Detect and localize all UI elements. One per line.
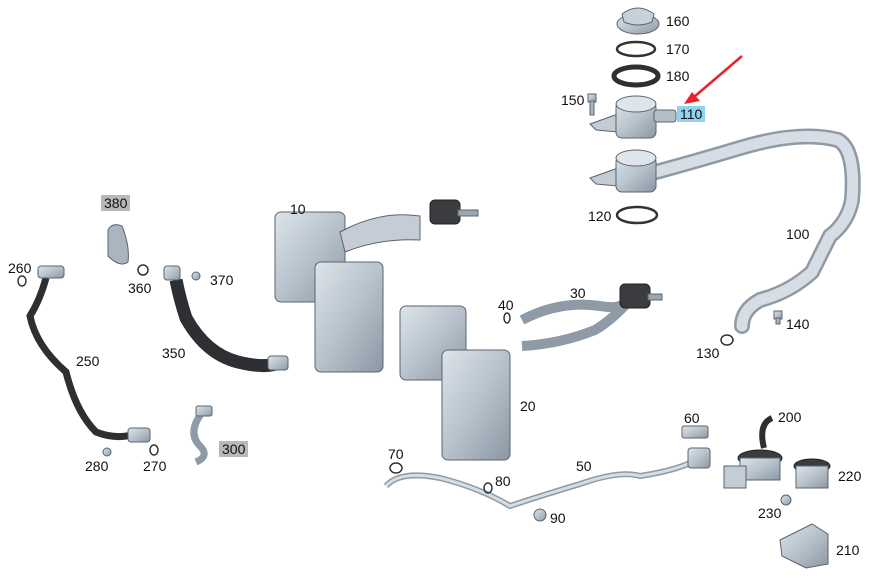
part-210-bracket[interactable] [779,523,829,569]
part-280-bolt[interactable] [102,447,112,457]
part-60-connector[interactable] [681,425,709,439]
part-10-tank-module[interactable] [274,199,479,373]
callout-40: 40 [498,297,514,313]
callout-360: 360 [128,280,152,296]
part-90-nut[interactable] [533,508,547,522]
part-370-bolt[interactable] [191,271,201,281]
part-160-cap[interactable] [616,7,660,35]
part-180-seal-ring[interactable] [611,64,661,88]
part-380-clip[interactable] [107,224,129,265]
part-250-hose[interactable] [26,265,151,443]
part-260-seal-ring[interactable] [17,275,27,287]
part-270-seal-ring[interactable] [149,444,159,456]
callout-100: 100 [786,226,810,242]
callout-280: 280 [85,458,109,474]
callout-350: 350 [162,345,186,361]
callout-140: 140 [786,316,810,332]
callout-370: 370 [210,272,234,288]
part-230-bolt[interactable] [780,494,792,506]
callout-130: 130 [696,345,720,361]
callout-260: 260 [8,260,32,276]
callout-30: 30 [570,285,586,301]
part-150-bolt[interactable] [587,93,597,116]
callout-160: 160 [666,13,690,29]
callout-300[interactable]: 300 [219,441,249,457]
callout-80: 80 [495,473,511,489]
callout-150: 150 [561,92,585,108]
part-110-filler-neck[interactable] [589,95,677,139]
part-40-seal-ring[interactable] [503,312,511,324]
callout-110-selected[interactable]: 110 [677,106,706,122]
callout-170: 170 [666,41,690,57]
callout-210: 210 [836,542,860,558]
part-130-seal-ring[interactable] [720,334,734,346]
callout-180: 180 [666,68,690,84]
callout-50: 50 [576,458,592,474]
part-200-valve[interactable] [723,415,783,489]
callout-60: 60 [684,410,700,426]
part-50-fuel-line[interactable] [383,447,711,510]
part-20-tank-module[interactable] [399,305,511,461]
callout-380[interactable]: 380 [101,195,131,211]
callout-200: 200 [778,409,802,425]
part-70-seal-ring[interactable] [389,462,403,474]
part-140-bolt[interactable] [773,310,783,325]
part-220-valve[interactable] [793,458,831,489]
callout-220: 220 [838,468,862,484]
callout-270: 270 [143,458,167,474]
part-300-pipe[interactable] [190,405,213,466]
red-pointer-arrow [684,55,743,104]
callout-250: 250 [76,353,100,369]
part-30-pipe[interactable] [519,283,663,351]
part-170-seal-ring[interactable] [615,40,657,58]
callout-20: 20 [520,398,536,414]
callout-230: 230 [758,505,782,521]
part-100-filler-pipe[interactable] [589,128,861,334]
callout-10: 10 [290,201,306,217]
part-120-seal-ring[interactable] [615,205,659,225]
part-360-seal-ring[interactable] [137,264,149,276]
callout-90: 90 [550,510,566,526]
callout-70: 70 [388,446,404,462]
part-80-seal-ring[interactable] [483,482,493,494]
part-350-hose[interactable] [163,265,289,373]
callout-120: 120 [588,208,612,224]
